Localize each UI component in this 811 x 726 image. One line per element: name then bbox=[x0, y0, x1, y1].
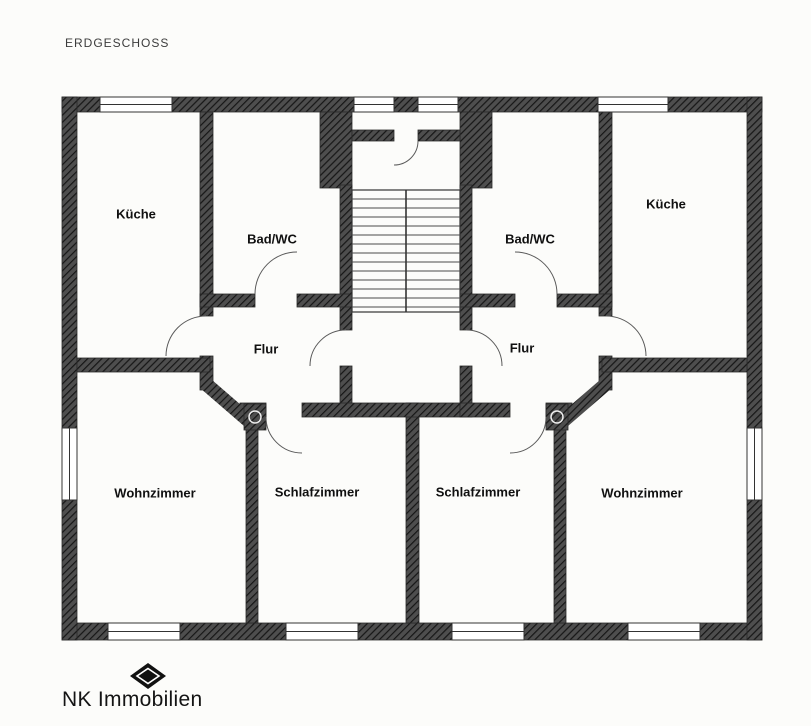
brand-name: NK Immobilien bbox=[62, 688, 203, 711]
room-label-flur-left: Flur bbox=[253, 341, 279, 357]
windows-layer bbox=[61, 96, 763, 641]
room-label-wohnzimmer-left: Wohnzimmer bbox=[114, 485, 196, 501]
room-label-schlafzimmer-right: Schlafzimmer bbox=[435, 484, 521, 500]
door-arcs bbox=[165, 140, 647, 454]
room-label-kueche-right: Küche bbox=[646, 196, 686, 212]
diagonal-walls bbox=[201, 378, 611, 428]
room-label-bad-wc-right: Bad/WC bbox=[505, 231, 555, 247]
room-label-kueche-left: Küche bbox=[116, 206, 156, 222]
diamond-icon bbox=[130, 663, 166, 689]
room-label-schlafzimmer-left: Schlafzimmer bbox=[274, 484, 360, 500]
room-label-flur-right: Flur bbox=[509, 340, 535, 356]
room-label-wohnzimmer-right: Wohnzimmer bbox=[601, 485, 683, 501]
wall-blocks bbox=[243, 403, 569, 431]
floor-title: ERDGESCHOSS bbox=[65, 36, 170, 50]
room-label-bad-wc-left: Bad/WC bbox=[247, 231, 297, 247]
walls-layer bbox=[61, 96, 763, 641]
staircase bbox=[351, 189, 461, 313]
